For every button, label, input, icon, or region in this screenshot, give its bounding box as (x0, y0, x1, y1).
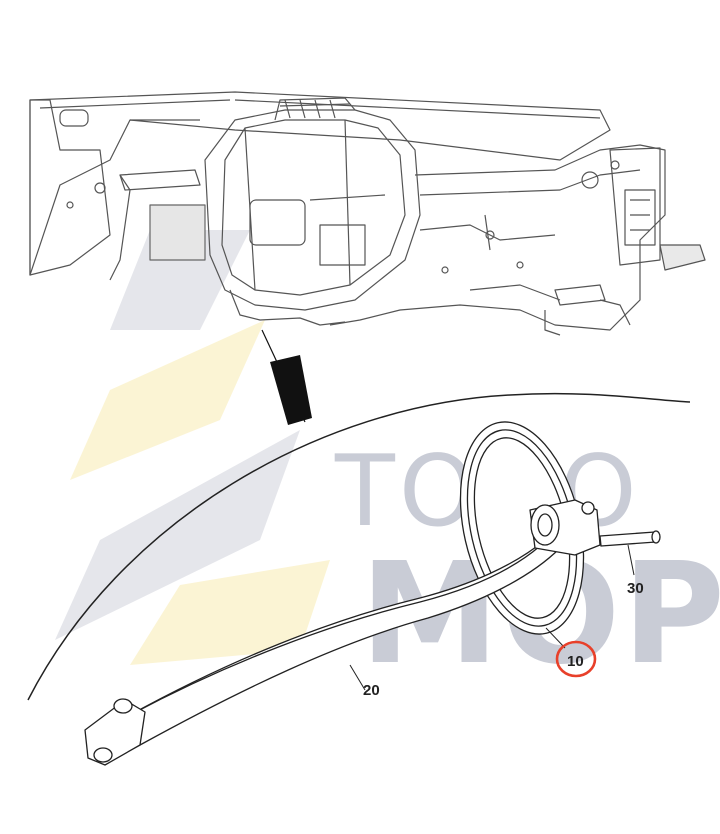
leader-lines (349, 544, 635, 691)
callout-pin: 30 (627, 580, 644, 597)
leader-10 (545, 627, 566, 649)
leader-30 (627, 544, 635, 576)
machine-overview (29, 91, 706, 336)
callout-highlight-ring (555, 640, 597, 678)
leader-20 (349, 664, 366, 691)
watermark-stripes (55, 230, 330, 665)
cab (204, 109, 421, 311)
pointer-arrow (261, 329, 312, 425)
mirror-assembly (84, 421, 661, 766)
boom (29, 91, 611, 276)
callouts: 20 30 10 (363, 580, 644, 699)
chassis (329, 144, 666, 331)
callout-arm: 20 (363, 682, 380, 699)
detail-boundary-arc (27, 392, 691, 701)
callout-mirror: 10 (567, 653, 584, 670)
